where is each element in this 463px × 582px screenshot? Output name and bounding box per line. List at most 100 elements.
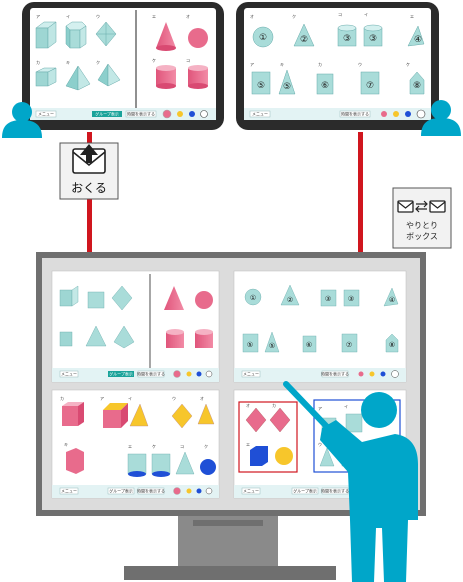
panel-d-time-label: 時間を表示する [321, 488, 349, 494]
pd-label-6: ウ [318, 441, 322, 447]
pc-label-9: コ [180, 444, 184, 449]
tl-label-a: ア [36, 14, 40, 19]
tr-label-3: コ [338, 12, 342, 17]
tr-num-2: ② [300, 35, 308, 45]
tablet-left-shapes [35, 21, 121, 91]
tl-label-h: ク [96, 59, 100, 65]
tablet-right-time-label: 時間を表示する [341, 111, 369, 117]
pointer-stick [283, 381, 333, 433]
panel-b-time-label: 時間を表示する [321, 371, 349, 377]
pb-num-4: ④ [389, 296, 395, 304]
tr-num-8: ⑧ [413, 81, 421, 91]
tr-num-3a: ③ [343, 34, 351, 44]
tablet-left-group-button[interactable] [92, 111, 122, 117]
tr-num-1: ① [259, 33, 267, 43]
eraser-icon[interactable] [200, 110, 208, 118]
tr-label-1: オ [250, 14, 254, 19]
exchange-label-line2: ボックス [406, 232, 438, 241]
tablet-right-shapes [251, 23, 425, 95]
tr-label-10: ケ [406, 61, 410, 67]
tr-label-7: キ [280, 62, 284, 67]
pb-num-6: ⑥ [306, 341, 312, 349]
tr-label-5: エ [410, 14, 414, 19]
pen-pink-icon[interactable] [381, 111, 387, 117]
tablet-right: メニュー 時間を表示する ① ② ③ ③ ④ ⑤ ⑤ ⑥ ⑦ ⑧ [236, 2, 439, 130]
pc-label-3: イ [128, 396, 132, 401]
send-label: おくる [71, 181, 107, 195]
tablet-right-menu-button[interactable] [249, 110, 271, 118]
monitor-neck-bar [193, 520, 263, 526]
pd-label-5: イ [344, 404, 348, 409]
pd-label-1: オ [246, 403, 250, 408]
tr-num-7: ⑦ [366, 81, 374, 91]
tr-label-4: イ [364, 12, 368, 17]
highlight-box-red [238, 401, 298, 473]
tr-label-8: カ [318, 62, 322, 67]
pb-num-1: ① [250, 294, 256, 302]
monitor-panel-c: メニュー グループ表示 時間を表示する カ ア イ [51, 389, 220, 499]
pc-label-2: ア [100, 396, 104, 401]
tablet-left-menu-button[interactable] [35, 110, 57, 118]
pb-num-7: ⑦ [346, 341, 352, 349]
panel-d-group-label: グループ表示 [293, 488, 317, 494]
tablet-left-group-label: グループ表示 [95, 111, 119, 117]
panel-d-menu-label: メニュー [243, 489, 259, 494]
tl-label-c: ウ [96, 13, 100, 19]
pb-num-8: ⑧ [389, 341, 395, 349]
tablet-left-time-label: 時間を表示する [127, 111, 155, 117]
tablet-right-screen [244, 8, 431, 120]
panel-a-time-label: 時間を表示する [137, 371, 165, 377]
panel-c-group-label: グループ表示 [109, 488, 133, 494]
tablet-left-time-button[interactable] [125, 110, 157, 118]
panel-a-menu-label: メニュー [61, 372, 77, 377]
tablet-left-toolbar [30, 108, 216, 120]
tr-label-6: ア [250, 62, 254, 67]
pb-num-5b: ⑤ [269, 342, 275, 350]
tl-label-i: ケ [152, 57, 156, 63]
pb-num-3a: ③ [325, 295, 331, 303]
tablet-left-shapes-right [156, 22, 208, 89]
tr-num-3b: ③ [369, 34, 377, 44]
pen-blue-icon[interactable] [189, 111, 195, 117]
tl-label-g: キ [66, 60, 70, 65]
tl-label-e: オ [186, 14, 190, 19]
arrow-right-send [350, 132, 371, 272]
panel-c-time-label: 時間を表示する [137, 488, 165, 494]
tr-num-5a: ⑤ [257, 81, 265, 91]
tl-label-f: カ [36, 60, 40, 65]
tablet-left: メニュー グループ表示 時間を表示する [22, 2, 224, 130]
pb-num-3b: ③ [348, 295, 354, 303]
student-right-icon [421, 100, 461, 136]
pen-pink-icon[interactable] [162, 109, 172, 119]
pc-label-10: ク [204, 443, 208, 449]
tablet-left-screen [30, 8, 216, 120]
monitor-panel-a: メニュー グループ表示 時間を表示する [51, 270, 220, 383]
pc-label-6: キ [64, 442, 68, 447]
pc-label-7: エ [128, 444, 132, 449]
tr-label-2: ク [292, 13, 296, 19]
tl-label-j: コ [186, 58, 190, 63]
pen-blue-icon[interactable] [405, 111, 411, 117]
student-left-icon [2, 102, 42, 138]
tl-label-d: エ [152, 14, 156, 19]
teacher-body [320, 420, 418, 582]
pb-num-5a: ⑤ [247, 341, 253, 349]
send-mail-icon [72, 144, 106, 174]
eraser-icon[interactable] [416, 109, 426, 119]
tr-label-9: ウ [358, 61, 362, 67]
tl-label-b: イ [66, 14, 70, 19]
panel-c-menu-label: メニュー [61, 489, 77, 494]
exchange-box: やりとり ボックス [392, 187, 452, 249]
panel-a-group-label: グループ表示 [109, 371, 133, 377]
tr-num-5b: ⑤ [283, 82, 291, 92]
pb-num-2: ② [287, 296, 293, 304]
pen-yellow-icon[interactable] [177, 111, 183, 117]
pd-label-3: エ [246, 442, 250, 447]
tablet-right-time-button[interactable] [339, 110, 371, 118]
pen-yellow-icon[interactable] [393, 111, 399, 117]
tablet-right-toolbar [244, 108, 431, 120]
teacher-figure [283, 381, 418, 582]
pc-label-4: ウ [172, 395, 176, 401]
monitor-base [124, 566, 336, 580]
